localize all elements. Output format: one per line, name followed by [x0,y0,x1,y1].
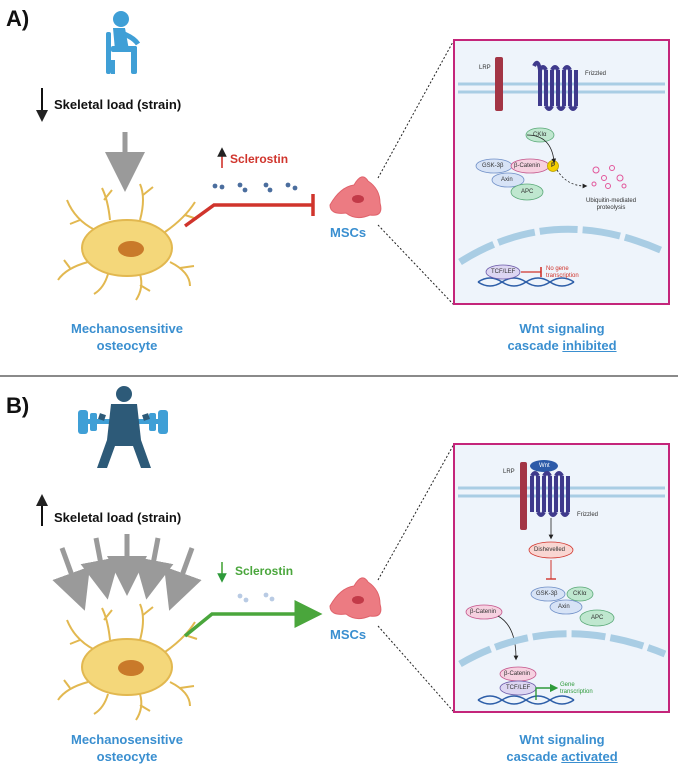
msc-label-a: MSCs [330,225,367,240]
inset-a-no-gene: No gene transcription [546,266,579,279]
sclerostin-dots-b [237,592,275,603]
sclerostin-dots-a [212,182,298,193]
inset-b-gene-transcription: Gene transcription [560,682,593,695]
inset-a-lrp: LRP [479,65,491,71]
msc-cell-b [329,577,382,620]
inset-a-p: P [551,163,556,169]
osteocyte-b [57,603,198,721]
inset-b-axin: Axin [558,604,570,610]
sclerostin-activation-arrow [183,600,323,638]
inset-a-ck1a: CKIα [533,132,547,138]
strain-arrows-fan [52,534,202,611]
wnt-state-a: inhibited [562,338,617,353]
inset-a-proteolysis: Ubiquitin-mediated proteolysis [586,198,637,211]
inset-a-tcf: TCF/LEF [491,269,516,275]
msc-cell-a [329,176,382,219]
panel-a-label: A) [6,6,30,31]
inset-b-dishevelled: Dishevelled [534,547,566,553]
msc-label-b: MSCs [330,627,367,642]
inset-a-frizzled: Frizzled [585,71,607,77]
wnt-inset-a [453,39,670,305]
inset-b-lrp: LRP [503,469,515,475]
sclerostin-inhibition-line [183,203,312,228]
sclerostin-label-b: Sclerostin [235,564,294,578]
skeletal-load-label-b: Skeletal load (strain) [54,510,182,525]
proteolysis-fragments [591,165,627,189]
wnt-ligand [530,460,558,472]
inset-b-tcf: TCF/LEF [506,685,531,691]
frizzled-receptor-b [530,471,570,517]
inset-a-bcatenin: β-Catenin [514,163,541,169]
wnt-inset-b [453,443,670,713]
seated-person-icon [106,11,141,74]
panel-b-label: B) [6,393,30,418]
inset-a-gsk3b: GSK-3β [482,163,504,169]
wnt-status-label-b: Wnt signaling cascade activated [506,732,618,764]
inset-b-gsk3b: GSK-3β [536,591,558,597]
inset-b-bcatenin-free: β-Catenin [470,609,497,615]
osteocyte-label-b: Mechanosensitive osteocyte [71,732,183,764]
frizzled-receptor-a [532,60,578,111]
wnt-state-b: activated [561,749,618,764]
inset-a-apc: APC [521,189,534,195]
osteocyte-a [57,183,198,301]
dishevelled-protein [528,541,574,559]
wnt-status-label-a: Wnt signaling cascade inhibited [507,321,617,353]
lrp-receptor-a [495,57,503,111]
inset-b-apc: APC [591,615,604,621]
inset-b-bcatenin-nuclear: β-Catenin [504,671,531,677]
weightlifter-icon [78,386,168,468]
inset-b-frizzled: Frizzled [577,512,599,518]
lrp-receptor-b [520,462,527,530]
osteocyte-label-a: Mechanosensitive osteocyte [71,321,183,353]
inset-a-axin: Axin [501,177,513,183]
inset-b-wnt: Wnt [539,463,550,469]
sclerostin-label-a: Sclerostin [230,152,289,166]
inset-b-ck1a: CKIα [573,591,587,597]
skeletal-load-label-a: Skeletal load (strain) [54,97,182,112]
